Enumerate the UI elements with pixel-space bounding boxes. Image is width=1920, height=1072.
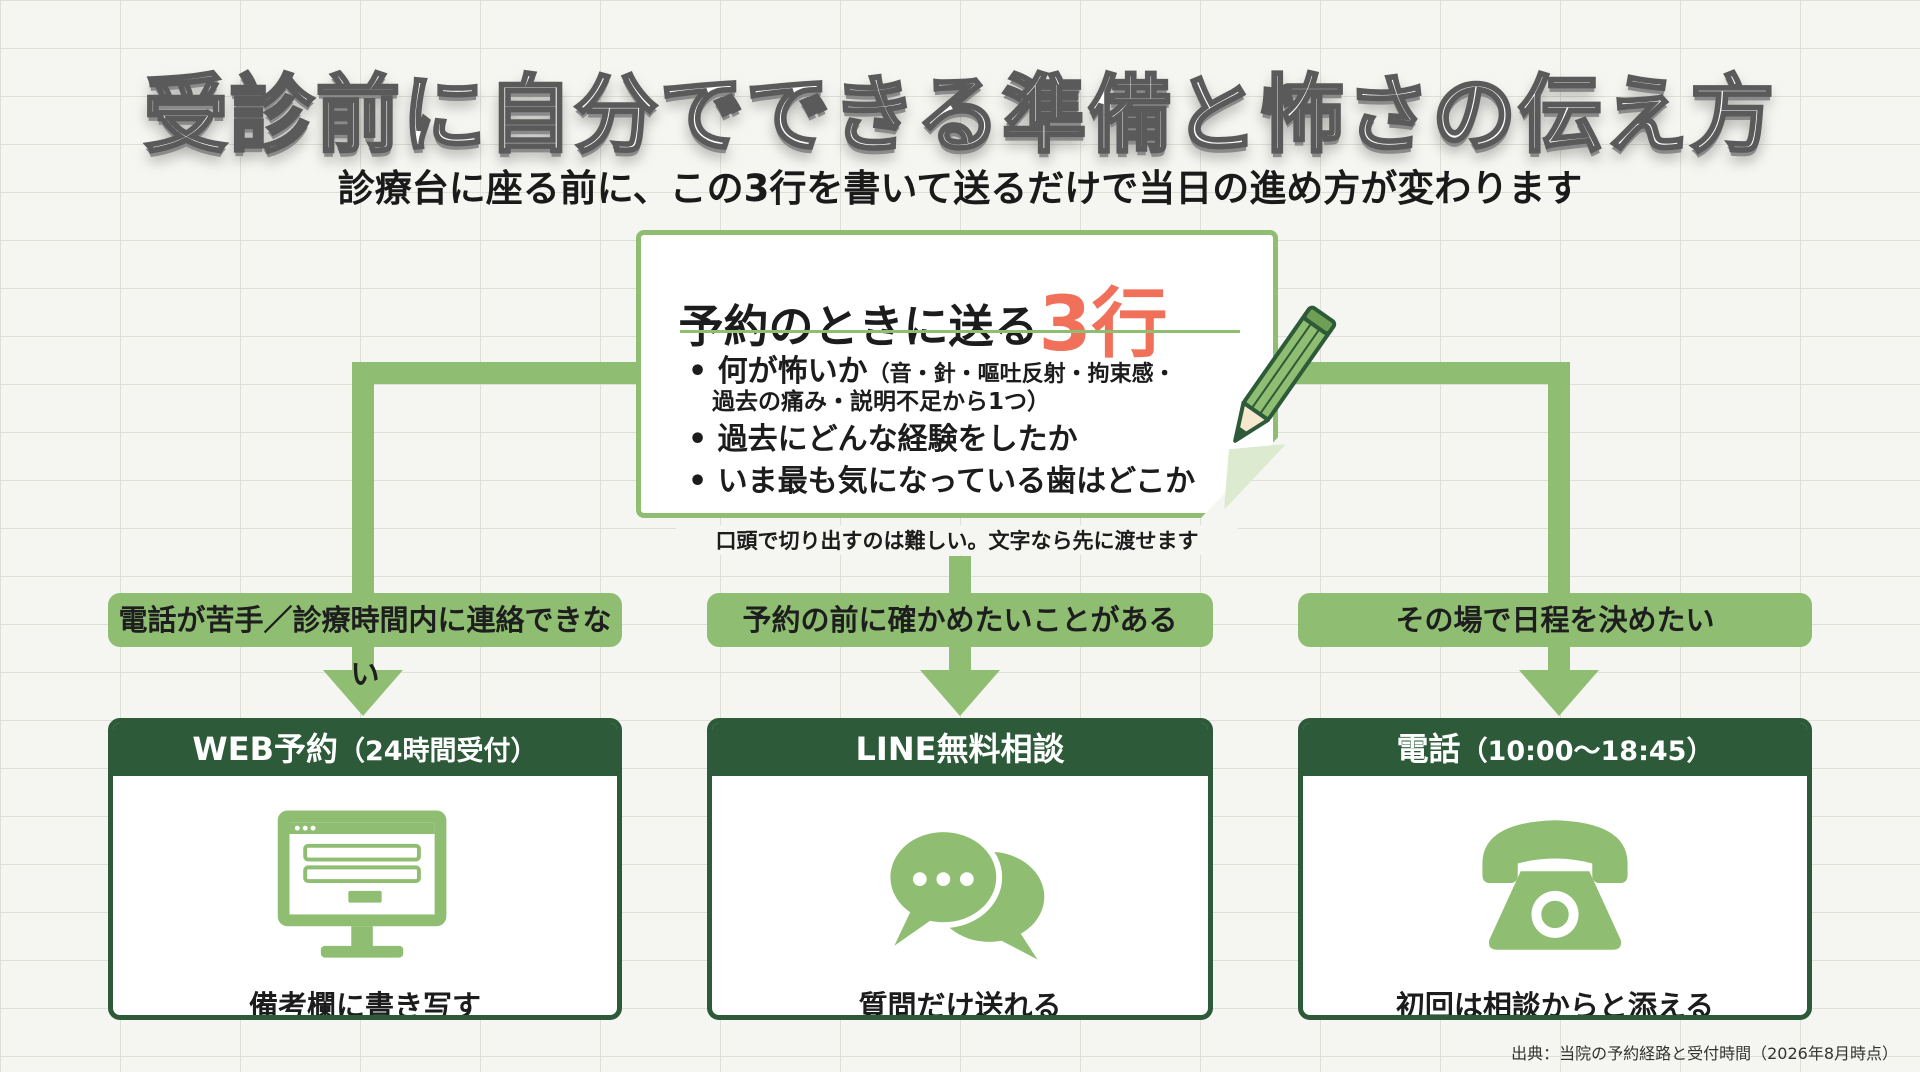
three-line-note-card	[636, 230, 1278, 518]
connector-left-horizontal	[352, 362, 642, 384]
note-bullet-1: • 何が怖いか（音・針・嘔吐反射・拘束感・	[688, 346, 1176, 390]
bullet-mark: •	[688, 422, 708, 457]
option-card-line: LINE無料相談 質問だけ送れる	[707, 718, 1213, 1020]
bullet-2-text: 過去にどんな経験をしたか	[717, 422, 1078, 457]
condition-pill-phone: その場で日程を決めたい	[1298, 593, 1812, 647]
pencil-icon	[1233, 305, 1337, 443]
monitor-form-icon	[277, 810, 447, 958]
card-note-web: 備考欄に書き写す	[248, 989, 481, 1020]
note-heading-accent: 3行	[1038, 279, 1168, 368]
bullet-1-detail-continued: 過去の痛み・説明不足から1つ）	[712, 389, 1051, 415]
arrow-right	[1519, 670, 1599, 716]
note-bullet-2: • 過去にどんな経験をしたか	[688, 414, 1078, 458]
bullet-mark: •	[688, 464, 708, 499]
bullet-1-text: 何が怖いか	[717, 354, 868, 389]
card-title-web: WEB予約（24時間受付）	[113, 723, 617, 776]
arrow-center	[920, 670, 1000, 716]
chat-bubbles-icon	[884, 826, 1045, 960]
card-title-web-hours: （24時間受付）	[337, 736, 538, 767]
arrow-left	[323, 670, 403, 716]
connector-right-horizontal	[1272, 362, 1570, 384]
card-note-line: 質問だけ送れる	[858, 989, 1062, 1020]
note-heading: 予約のときに送る3行	[636, 262, 1210, 372]
card-title-phone-hours: （10:00〜18:45）	[1460, 736, 1714, 767]
bullet-3-text: いま最も気になっている歯はどこか	[717, 464, 1196, 499]
note-caption: 口頭で切り出すのは難しい。文字なら先に渡せます	[676, 525, 1238, 555]
note-bullet-3: • いま最も気になっている歯はどこか	[688, 456, 1195, 500]
page-title: 受診前に自分でできる準備と怖さの伝え方	[142, 65, 1777, 166]
note-divider	[680, 330, 1240, 333]
source-note: 出典：当院の予約経路と受付時間（2026年8月時点）	[1511, 1044, 1898, 1063]
card-note-phone: 初回は相談からと添える	[1395, 989, 1715, 1020]
telephone-icon	[1482, 820, 1628, 950]
bullet-1-detail: （音・針・嘔吐反射・拘束感・	[867, 362, 1176, 387]
option-card-web: WEB予約（24時間受付） 備考欄に書き写す	[108, 718, 622, 1020]
condition-pill-web: 電話が苦手／診療時間内に連絡できない	[108, 593, 622, 691]
page-subtitle: 診療台に座る前に、この3行を書いて送るだけで当日の進め方が変わります	[337, 167, 1583, 210]
card-title-phone-text: 電話	[1396, 730, 1461, 768]
note-heading-text: 予約のときに送る	[678, 300, 1039, 353]
card-title-phone: 電話（10:00〜18:45）	[1303, 723, 1807, 776]
bullet-mark: •	[688, 354, 708, 389]
option-card-phone: 電話（10:00〜18:45） 初回は相談からと添える	[1298, 718, 1812, 1020]
card-title-web-text: WEB予約	[192, 730, 338, 768]
condition-pill-line: 予約の前に確かめたいことがある	[707, 593, 1213, 647]
card-title-line: LINE無料相談	[712, 723, 1208, 776]
